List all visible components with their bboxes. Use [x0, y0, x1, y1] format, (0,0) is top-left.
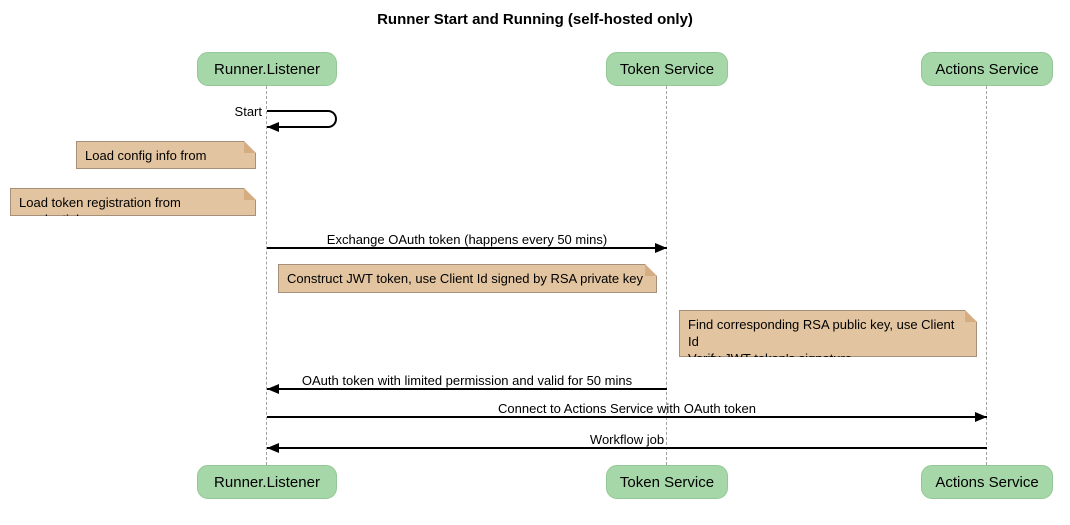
message-line [267, 416, 987, 418]
message-label-start: Start [234, 104, 262, 119]
arrowhead-left-icon [267, 443, 279, 453]
diagram-title: Runner Start and Running (self-hosted on… [377, 11, 693, 28]
participant-bottom-actions-service: Actions Service [921, 465, 1053, 499]
participant-bottom-token-service: Token Service [606, 465, 728, 499]
self-message-loop [267, 110, 337, 128]
note-fold-icon [244, 188, 256, 200]
participant-top-token-service: Token Service [606, 52, 728, 86]
message-label-exchange-oauth: Exchange OAuth token (happens every 50 m… [326, 232, 608, 247]
note-verify-jwt: Find corresponding RSA public key, use C… [679, 310, 977, 357]
message-label-connect-actions: Connect to Actions Service with OAuth to… [498, 401, 756, 416]
lifeline-runner-listener [266, 86, 267, 465]
arrowhead-left-icon [267, 122, 279, 132]
note-load-config: Load config info from .runner [76, 141, 256, 169]
participant-top-runner-listener: Runner.Listener [197, 52, 337, 86]
note-fold-icon [244, 141, 256, 153]
message-label-oauth-token-return: OAuth token with limited permission and … [301, 373, 633, 388]
lifeline-token-service [666, 86, 667, 465]
message-line [267, 247, 667, 249]
message-line [267, 388, 667, 390]
note-load-token-registration: Load token registration from .credential… [10, 188, 256, 216]
lifeline-actions-service [986, 86, 987, 465]
note-fold-icon [965, 310, 977, 322]
arrowhead-left-icon [267, 384, 279, 394]
participant-top-actions-service: Actions Service [921, 52, 1053, 86]
note-construct-jwt: Construct JWT token, use Client Id signe… [278, 264, 657, 293]
note-fold-icon [645, 264, 657, 276]
message-label-workflow-job: Workflow job [589, 432, 665, 447]
arrowhead-right-icon [975, 412, 987, 422]
participant-bottom-runner-listener: Runner.Listener [197, 465, 337, 499]
message-line [267, 447, 987, 449]
arrowhead-right-icon [655, 243, 667, 253]
